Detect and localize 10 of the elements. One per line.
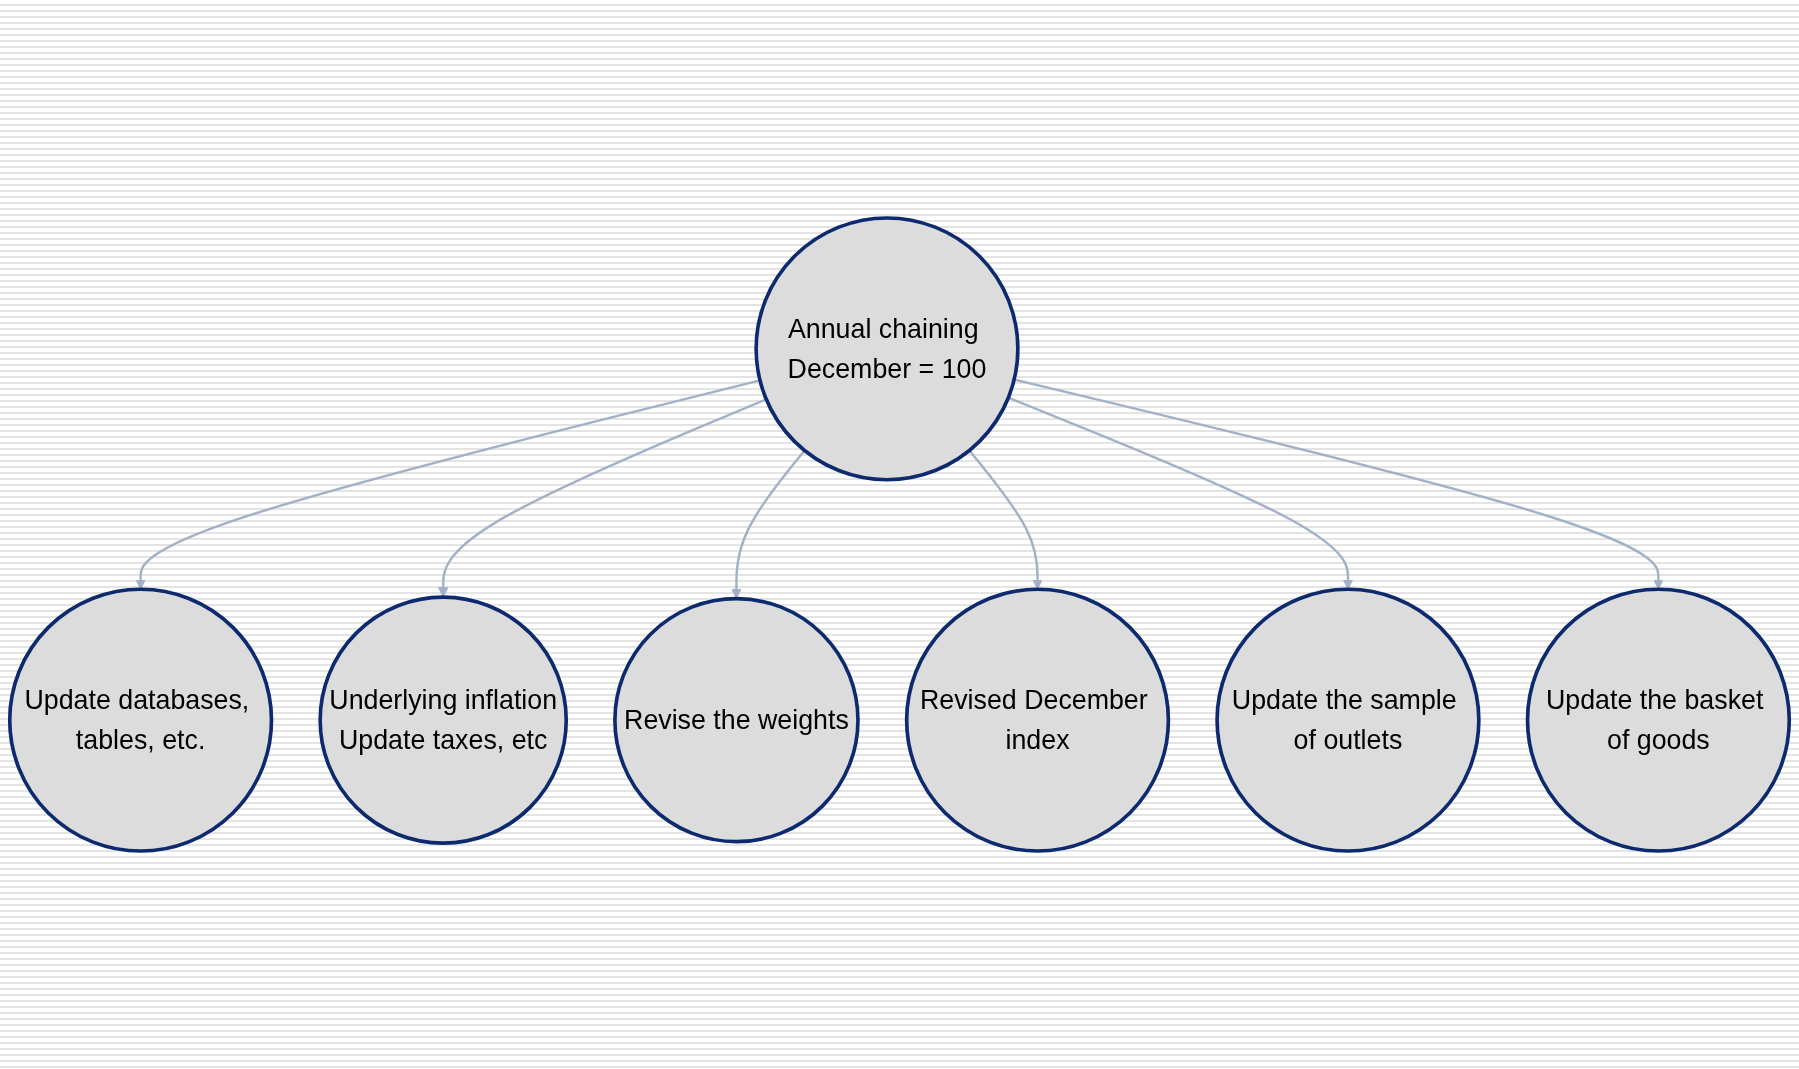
node-circle: Update databases, tables, etc. <box>7 587 274 853</box>
node-circle: Update the basket of goods <box>1525 587 1792 853</box>
node-circle: Revised December index <box>904 587 1171 853</box>
node-circle: Update the sample of outlets <box>1215 587 1481 853</box>
node-circle: Underlying inflation Update taxes, etc <box>318 595 569 845</box>
arrow <box>968 449 1043 590</box>
node-circle: Revise the weights <box>613 596 860 844</box>
node-circle: Annual chaining December = 100 <box>754 216 1020 482</box>
arrow <box>437 398 767 598</box>
arrow <box>731 449 806 600</box>
